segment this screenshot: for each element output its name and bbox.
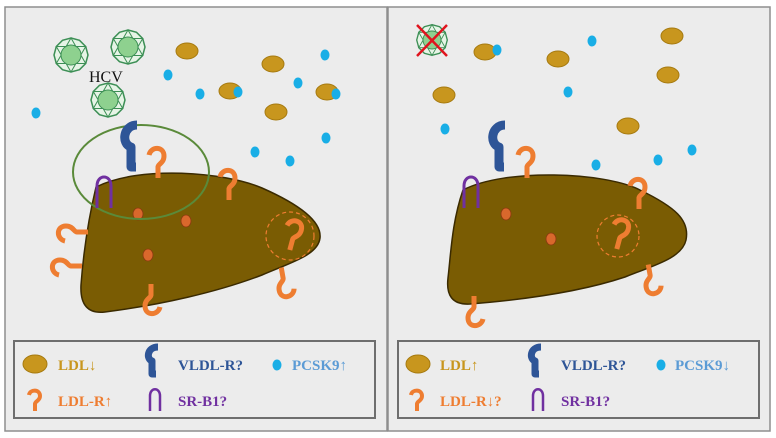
left-liver-group [80, 172, 321, 313]
right-pcsk9 [563, 86, 573, 98]
left-legend-box [13, 340, 376, 419]
left-pcsk9 [195, 88, 205, 100]
left-liver-ldl-3 [142, 248, 154, 262]
left-legend-ldlr-label: LDL-R↑ [58, 394, 112, 410]
left-liver-dashed-ring [265, 211, 315, 261]
left-pcsk9 [331, 88, 341, 100]
left-pcsk9 [293, 77, 303, 89]
right-pcsk9 [440, 123, 450, 135]
right-legend-srb1-label: SR-B1? [561, 394, 610, 410]
right-liver [446, 174, 688, 305]
left-legend-pcsk9-label: PCSK9↑ [292, 358, 347, 374]
left-ldl-particle [261, 55, 285, 73]
left-pcsk9-particles [31, 49, 341, 167]
left-pcsk9 [320, 49, 330, 61]
left-legend: LDL↓ VLDL-R? PCSK9↑ LDL-R↑ SR-B1? [13, 340, 376, 419]
right-ldl-particles [432, 27, 684, 135]
left-hcv-virus-3 [90, 82, 126, 118]
right-legend-ldl-label: LDL↑ [440, 358, 478, 374]
left-legend-vldlr-label: VLDL-R? [178, 358, 243, 374]
right-liver-group [446, 174, 688, 305]
left-pcsk9 [163, 69, 173, 81]
right-liver-ldl-2 [545, 232, 557, 246]
right-legend-ldlr-label: LDL-R↓? [440, 394, 502, 410]
right-hcv-group [416, 24, 448, 57]
right-hcv-cross-2 [416, 24, 448, 57]
left-highlight-ring [72, 124, 210, 220]
right-legend-box [397, 340, 760, 419]
right-ldl-particle [656, 66, 680, 84]
right-liver-ldl-1 [500, 207, 512, 221]
left-hcv-virus-1 [53, 37, 89, 73]
left-ldl-particles [175, 42, 339, 121]
right-ldl-particle [473, 43, 497, 61]
left-pcsk9 [233, 86, 243, 98]
left-legend-ldl-symbol [22, 354, 48, 374]
left-hcv-label: HCV [89, 69, 123, 86]
right-pcsk9-particles [440, 35, 697, 171]
right-ldl-particle [660, 27, 684, 45]
left-liver-ldl-2 [180, 214, 192, 228]
right-liver-dashed-ring [596, 214, 640, 258]
left-legend-ldl-label: LDL↓ [58, 358, 96, 374]
left-liver [80, 172, 321, 313]
right-pcsk9 [492, 44, 502, 56]
right-pcsk9 [591, 159, 601, 171]
left-ldl-particle [264, 103, 288, 121]
right-ldl-particle [616, 117, 640, 135]
right-pcsk9 [587, 35, 597, 47]
left-pcsk9 [250, 146, 260, 158]
right-ldl-particle [432, 86, 456, 104]
left-pcsk9 [31, 107, 41, 119]
right-ldl-particle [546, 50, 570, 68]
right-pcsk9 [653, 154, 663, 166]
left-hcv-virus-2 [110, 29, 146, 65]
left-legend-srb1-label: SR-B1? [178, 394, 227, 410]
left-pcsk9 [321, 132, 331, 144]
right-legend-ldl-symbol [405, 354, 431, 374]
right-legend: LDL↑ VLDL-R? PCSK9↓ LDL-R↓? SR-B1? [397, 340, 760, 419]
right-pcsk9 [687, 144, 697, 156]
right-legend-pcsk9-symbol [656, 359, 666, 371]
left-hcv-group: HCV [53, 29, 146, 118]
right-legend-vldlr-label: VLDL-R? [561, 358, 626, 374]
left-pcsk9 [285, 155, 295, 167]
left-ldl-particle [175, 42, 199, 60]
left-liver-ldl-1 [132, 207, 144, 221]
left-legend-pcsk9-symbol [272, 359, 282, 371]
right-legend-pcsk9-label: PCSK9↓ [675, 358, 730, 374]
